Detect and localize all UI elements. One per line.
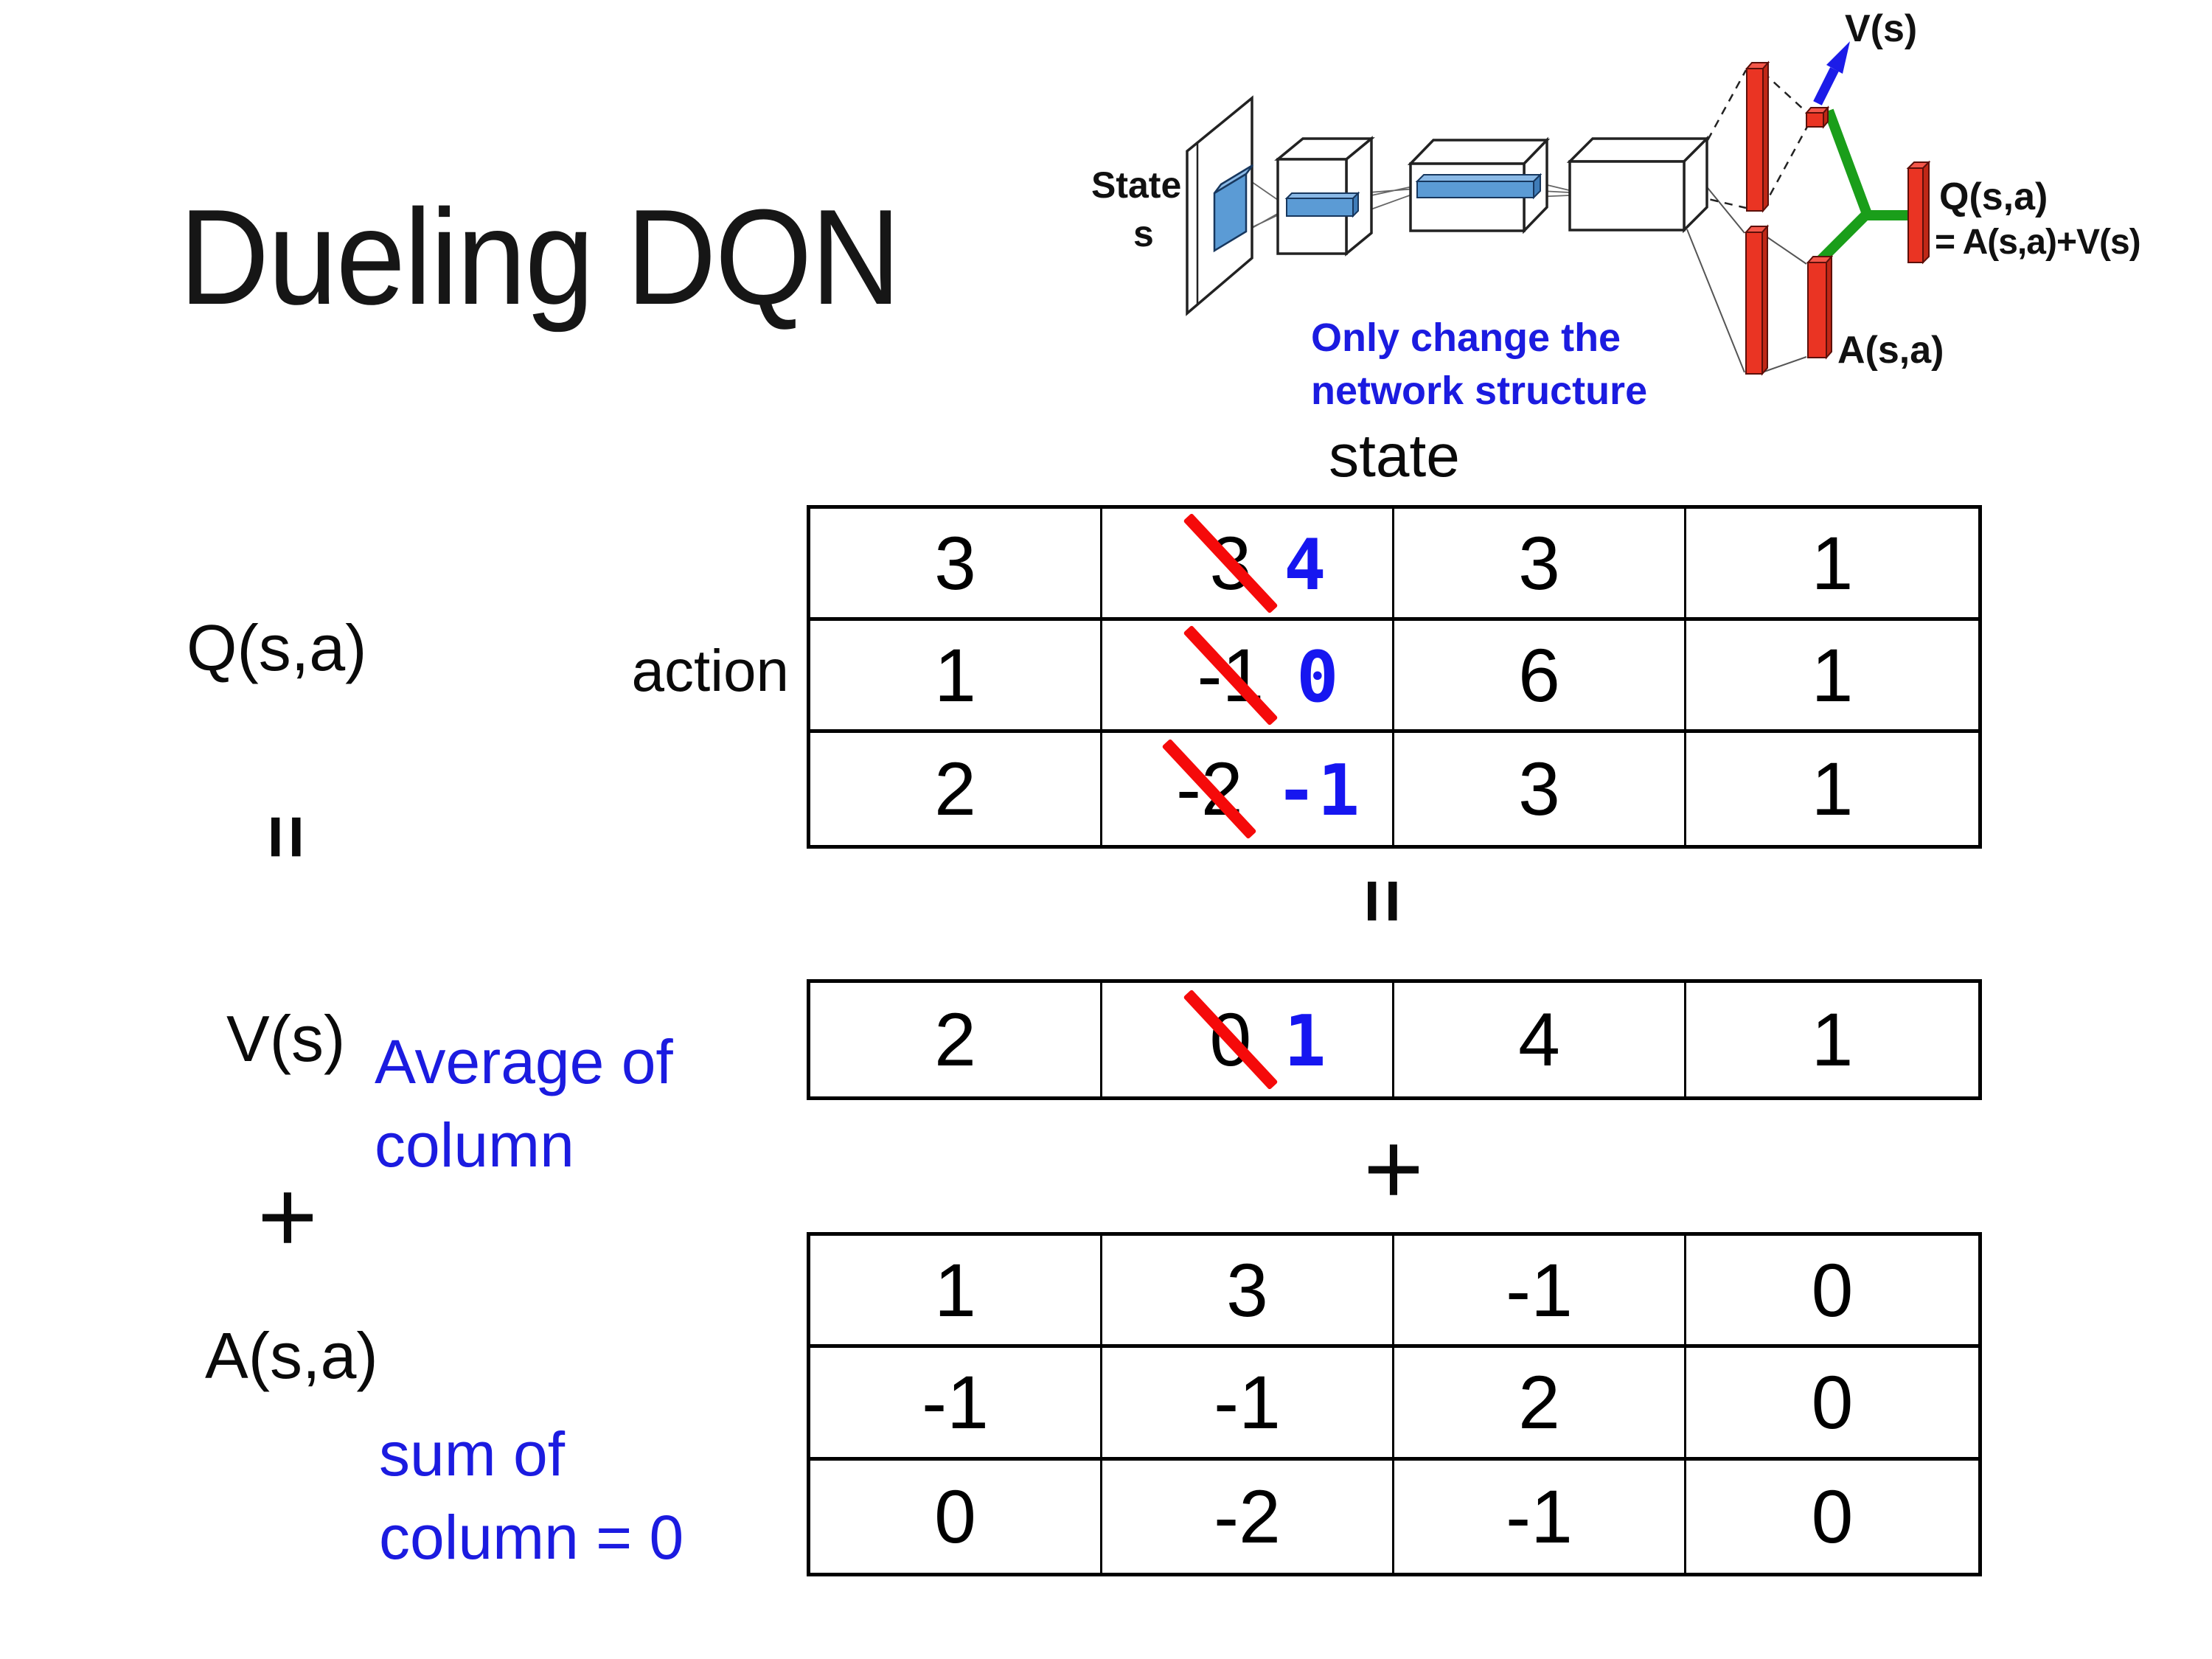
value-stream-bar bbox=[1745, 60, 1770, 213]
corrected-cell-pair: -2-1 bbox=[1176, 751, 1360, 827]
q-table-cell: 3 bbox=[1394, 733, 1686, 845]
slide-title: Dueling DQN bbox=[179, 181, 901, 333]
q-table-cell: 3 bbox=[1394, 509, 1686, 621]
q-table-cell: 1 bbox=[810, 621, 1102, 733]
a-table-cell: 2 bbox=[1394, 1348, 1686, 1461]
diagram-note-line2: network structure bbox=[1311, 369, 1647, 413]
q-table-cell: 1 bbox=[1686, 621, 1978, 733]
a-table-cell: 0 bbox=[1811, 1474, 1854, 1559]
crossed-out-value: -2 bbox=[1175, 747, 1243, 831]
q-table-cell: -2 -1 bbox=[1102, 733, 1394, 845]
state-column-header: state bbox=[1329, 422, 1460, 490]
plus-sign-left: + bbox=[257, 1158, 318, 1274]
diagram-asa-label: A(s,a) bbox=[1837, 329, 1944, 372]
sum-note-line2: column = 0 bbox=[379, 1503, 684, 1573]
v-table-cell: 4 bbox=[1394, 983, 1686, 1096]
crossed-out-value: 0 bbox=[1209, 998, 1252, 1082]
replacement-value: 0 bbox=[1296, 636, 1339, 718]
equals-sign-middle: = bbox=[1340, 878, 1426, 924]
advantage-fan-lines bbox=[1686, 184, 1807, 373]
a-table-cell: 1 bbox=[810, 1236, 1102, 1349]
q-matrix-label: Q(s,a) bbox=[187, 611, 367, 684]
a-table-cell: -1 bbox=[1394, 1236, 1686, 1349]
a-table-cell: 0 bbox=[1686, 1348, 1978, 1461]
plus-sign-middle: + bbox=[1363, 1110, 1424, 1226]
sum-note-line1: sum of bbox=[379, 1419, 566, 1489]
a-table-cell: 3 bbox=[1102, 1236, 1394, 1349]
dueling-network-diagram: State s V(s) Q(s,a) = A(s,a)+V(s) A(s,a)… bbox=[1091, 7, 2141, 413]
advantage-vector-bar bbox=[1806, 254, 1834, 360]
crossed-out-value: 3 bbox=[1209, 521, 1252, 605]
a-table-cell: 0 bbox=[1686, 1236, 1978, 1349]
diagram-qsa-label: Q(s,a) bbox=[1939, 175, 2048, 218]
diagram-qsa-formula: = A(s,a)+V(s) bbox=[1935, 223, 2140, 262]
value-arrow bbox=[1813, 41, 1850, 105]
v-matrix-label: V(s) bbox=[226, 1002, 346, 1075]
equals-sign-left: = bbox=[243, 814, 330, 860]
feature-slab-1 bbox=[1284, 191, 1360, 218]
feature-slab-2 bbox=[1415, 173, 1543, 200]
a-table-cell: -1 bbox=[1394, 1460, 1686, 1573]
q-table-cell: 3 bbox=[810, 509, 1102, 621]
fc-layer-box bbox=[1566, 135, 1711, 234]
replacement-value: 1 bbox=[1284, 1001, 1326, 1082]
crossed-out-value: -1 bbox=[1197, 633, 1265, 717]
q-table-cell: 1 bbox=[1686, 509, 1978, 621]
q-table-cell: -1 0 bbox=[1102, 621, 1394, 733]
action-row-header: action bbox=[631, 638, 789, 703]
diagram-vs-label: V(s) bbox=[1845, 7, 1917, 50]
a-table-cell: 0 bbox=[810, 1460, 1102, 1573]
sum-of-column-note: sum of column = 0 bbox=[379, 1413, 684, 1580]
conv-filter-1 bbox=[1213, 164, 1253, 253]
q-table-cell: 6 bbox=[1394, 621, 1686, 733]
scalar-value-node bbox=[1804, 105, 1830, 129]
average-note-line1: Average of bbox=[375, 1027, 673, 1096]
v-table-cell: 2 bbox=[810, 983, 1102, 1096]
aggregate-y-connector bbox=[1812, 108, 1910, 269]
q-table-cell: 2 bbox=[810, 733, 1102, 845]
replacement-value: 4 bbox=[1284, 524, 1326, 606]
diagram-state-s-label: s bbox=[1133, 213, 1154, 254]
v-table-cell: 1 bbox=[1811, 998, 1854, 1082]
a-table-cell: -1 bbox=[1102, 1348, 1394, 1461]
average-note-line2: column bbox=[375, 1110, 574, 1180]
replacement-value: -1 bbox=[1275, 751, 1360, 832]
diagram-state-label: State bbox=[1091, 164, 1181, 206]
a-matrix-label: A(s,a) bbox=[205, 1319, 378, 1392]
advantage-stream-bar bbox=[1744, 224, 1770, 376]
a-table-cell: -1 bbox=[810, 1348, 1102, 1461]
average-of-column-note: Average of column bbox=[375, 1020, 673, 1188]
a-table-cell: -2 bbox=[1102, 1460, 1394, 1573]
q-output-bar bbox=[1906, 160, 1931, 265]
q-table-cell: 1 bbox=[1811, 747, 1854, 831]
diagram-note-line1: Only change the bbox=[1311, 316, 1621, 360]
